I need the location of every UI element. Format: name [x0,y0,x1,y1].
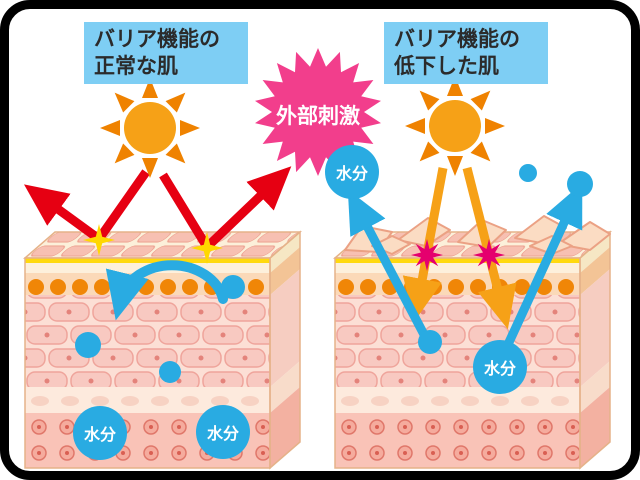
heading-line: バリア機能の [394,27,520,51]
heading-normal-skin: バリア機能の 正常な肌 [84,22,248,84]
water-droplet [75,332,101,358]
irritation-spark-icon [473,239,505,271]
uv-reflect-arrow-left [23,169,150,246]
water-droplets [75,164,593,383]
water-droplet [221,275,245,299]
uv-penetration-arrow-2 [462,166,517,330]
sun-icon-right [405,76,505,176]
moisture-circulation-arrow [105,260,228,321]
heading-line: バリア機能の [94,27,220,51]
moisture-badge: 水分 [73,406,127,460]
water-droplet [567,171,593,197]
external-stimulus-burst [255,48,381,176]
water-droplet [159,361,181,383]
heading-line: 正常な肌 [94,54,178,78]
sun-icon-left [100,78,200,178]
uv-penetration-arrow-1 [402,167,448,322]
skin-block-degraded [334,231,611,469]
water-droplet [519,164,537,182]
moisture-badge: 水分 [473,340,527,394]
heading-line: 低下した肌 [394,54,499,78]
heading-degraded-skin: バリア機能の 低下した肌 [384,22,548,84]
external-stimulus-label: 外部刺激 [276,104,360,128]
moisture-escape-arrow-1 [347,189,434,349]
moisture-badge: 水分 [196,405,250,459]
moisture-badge: 水分 [325,145,379,199]
irritation-spark-icon [411,239,443,271]
sparkle-icon [83,224,115,256]
water-droplet [418,330,442,354]
moisture-escape-arrow-2 [500,183,583,353]
sparkle-icon [191,232,223,264]
